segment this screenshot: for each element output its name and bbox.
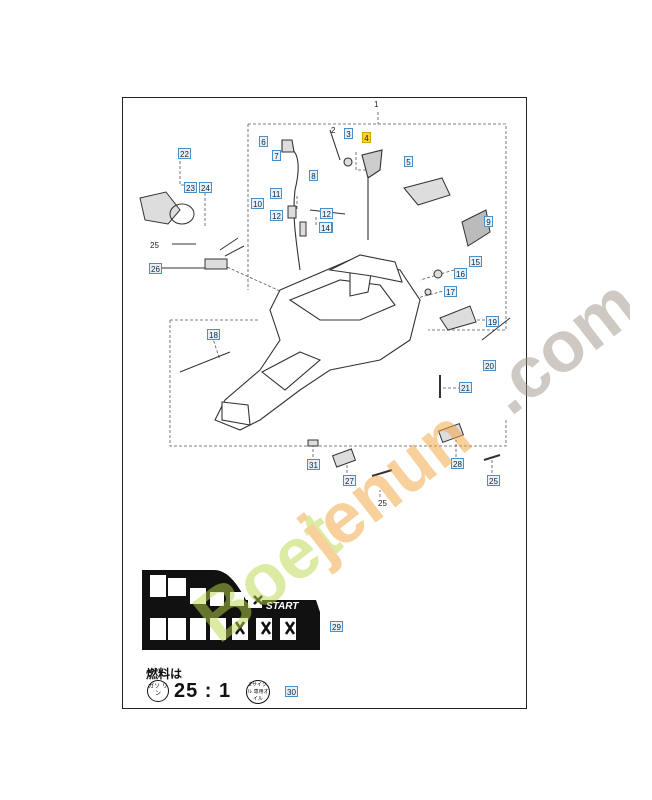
fuel-title: 燃料は [146, 667, 183, 681]
callout-6[interactable]: 6 [259, 136, 268, 147]
callout-16[interactable]: 16 [454, 268, 467, 279]
fuel-left-circle: ガソ リン [147, 680, 169, 702]
callout-10[interactable]: 10 [251, 198, 264, 209]
bracket-15 [461, 209, 491, 247]
callout-15[interactable]: 15 [469, 256, 482, 267]
bracket-9 [403, 177, 451, 206]
callout-8[interactable]: 8 [309, 170, 318, 181]
assembly-outline-lower [169, 320, 507, 447]
spring-28 [437, 422, 465, 444]
callout-27[interactable]: 27 [343, 475, 356, 486]
callout-28[interactable]: 28 [451, 458, 464, 469]
callout-25-b[interactable]: 25 [378, 499, 387, 508]
callout-31[interactable]: 31 [307, 459, 320, 470]
intake-elbow [139, 191, 181, 225]
callout-4[interactable]: 4 [362, 132, 371, 143]
fuel-ratio: 25 : 1 [174, 680, 232, 702]
decal-start-label: START [266, 601, 299, 612]
callout-5[interactable]: 5 [404, 156, 413, 167]
callout-29[interactable]: 29 [330, 621, 343, 632]
spring-26 [204, 258, 228, 270]
callout-12-b[interactable]: 12 [320, 208, 333, 219]
callout-21[interactable]: 21 [459, 382, 472, 393]
fuel-right-circle: 2サイクル 専用オイル [246, 680, 270, 704]
callout-25-c[interactable]: 25 [487, 475, 500, 486]
callout-9[interactable]: 9 [484, 216, 493, 227]
spring-27 [331, 448, 357, 468]
bracket-19 [439, 305, 477, 331]
callout-7[interactable]: 7 [272, 150, 281, 161]
callout-1[interactable]: 1 [374, 100, 379, 109]
callout-12-a[interactable]: 12 [270, 210, 283, 221]
throttle-rod [287, 147, 301, 271]
throttle-trigger [361, 149, 383, 179]
callout-18[interactable]: 18 [207, 329, 220, 340]
callout-11[interactable]: 11 [270, 188, 283, 199]
callout-19[interactable]: 19 [486, 316, 499, 327]
callout-23[interactable]: 23 [184, 182, 197, 193]
callout-3[interactable]: 3 [344, 128, 353, 139]
diagram-frame [122, 97, 527, 709]
callout-26[interactable]: 26 [149, 263, 162, 274]
start-decal [142, 570, 320, 650]
callout-17[interactable]: 17 [444, 286, 457, 297]
callout-24[interactable]: 24 [199, 182, 212, 193]
callout-30[interactable]: 30 [285, 686, 298, 697]
callout-20[interactable]: 20 [483, 360, 496, 371]
assembly-outline-upper [248, 123, 507, 331]
callout-2[interactable]: 2 [331, 126, 336, 135]
callout-22[interactable]: 22 [178, 148, 191, 159]
callout-25-a[interactable]: 25 [150, 241, 159, 250]
callout-14[interactable]: 14 [319, 222, 332, 233]
